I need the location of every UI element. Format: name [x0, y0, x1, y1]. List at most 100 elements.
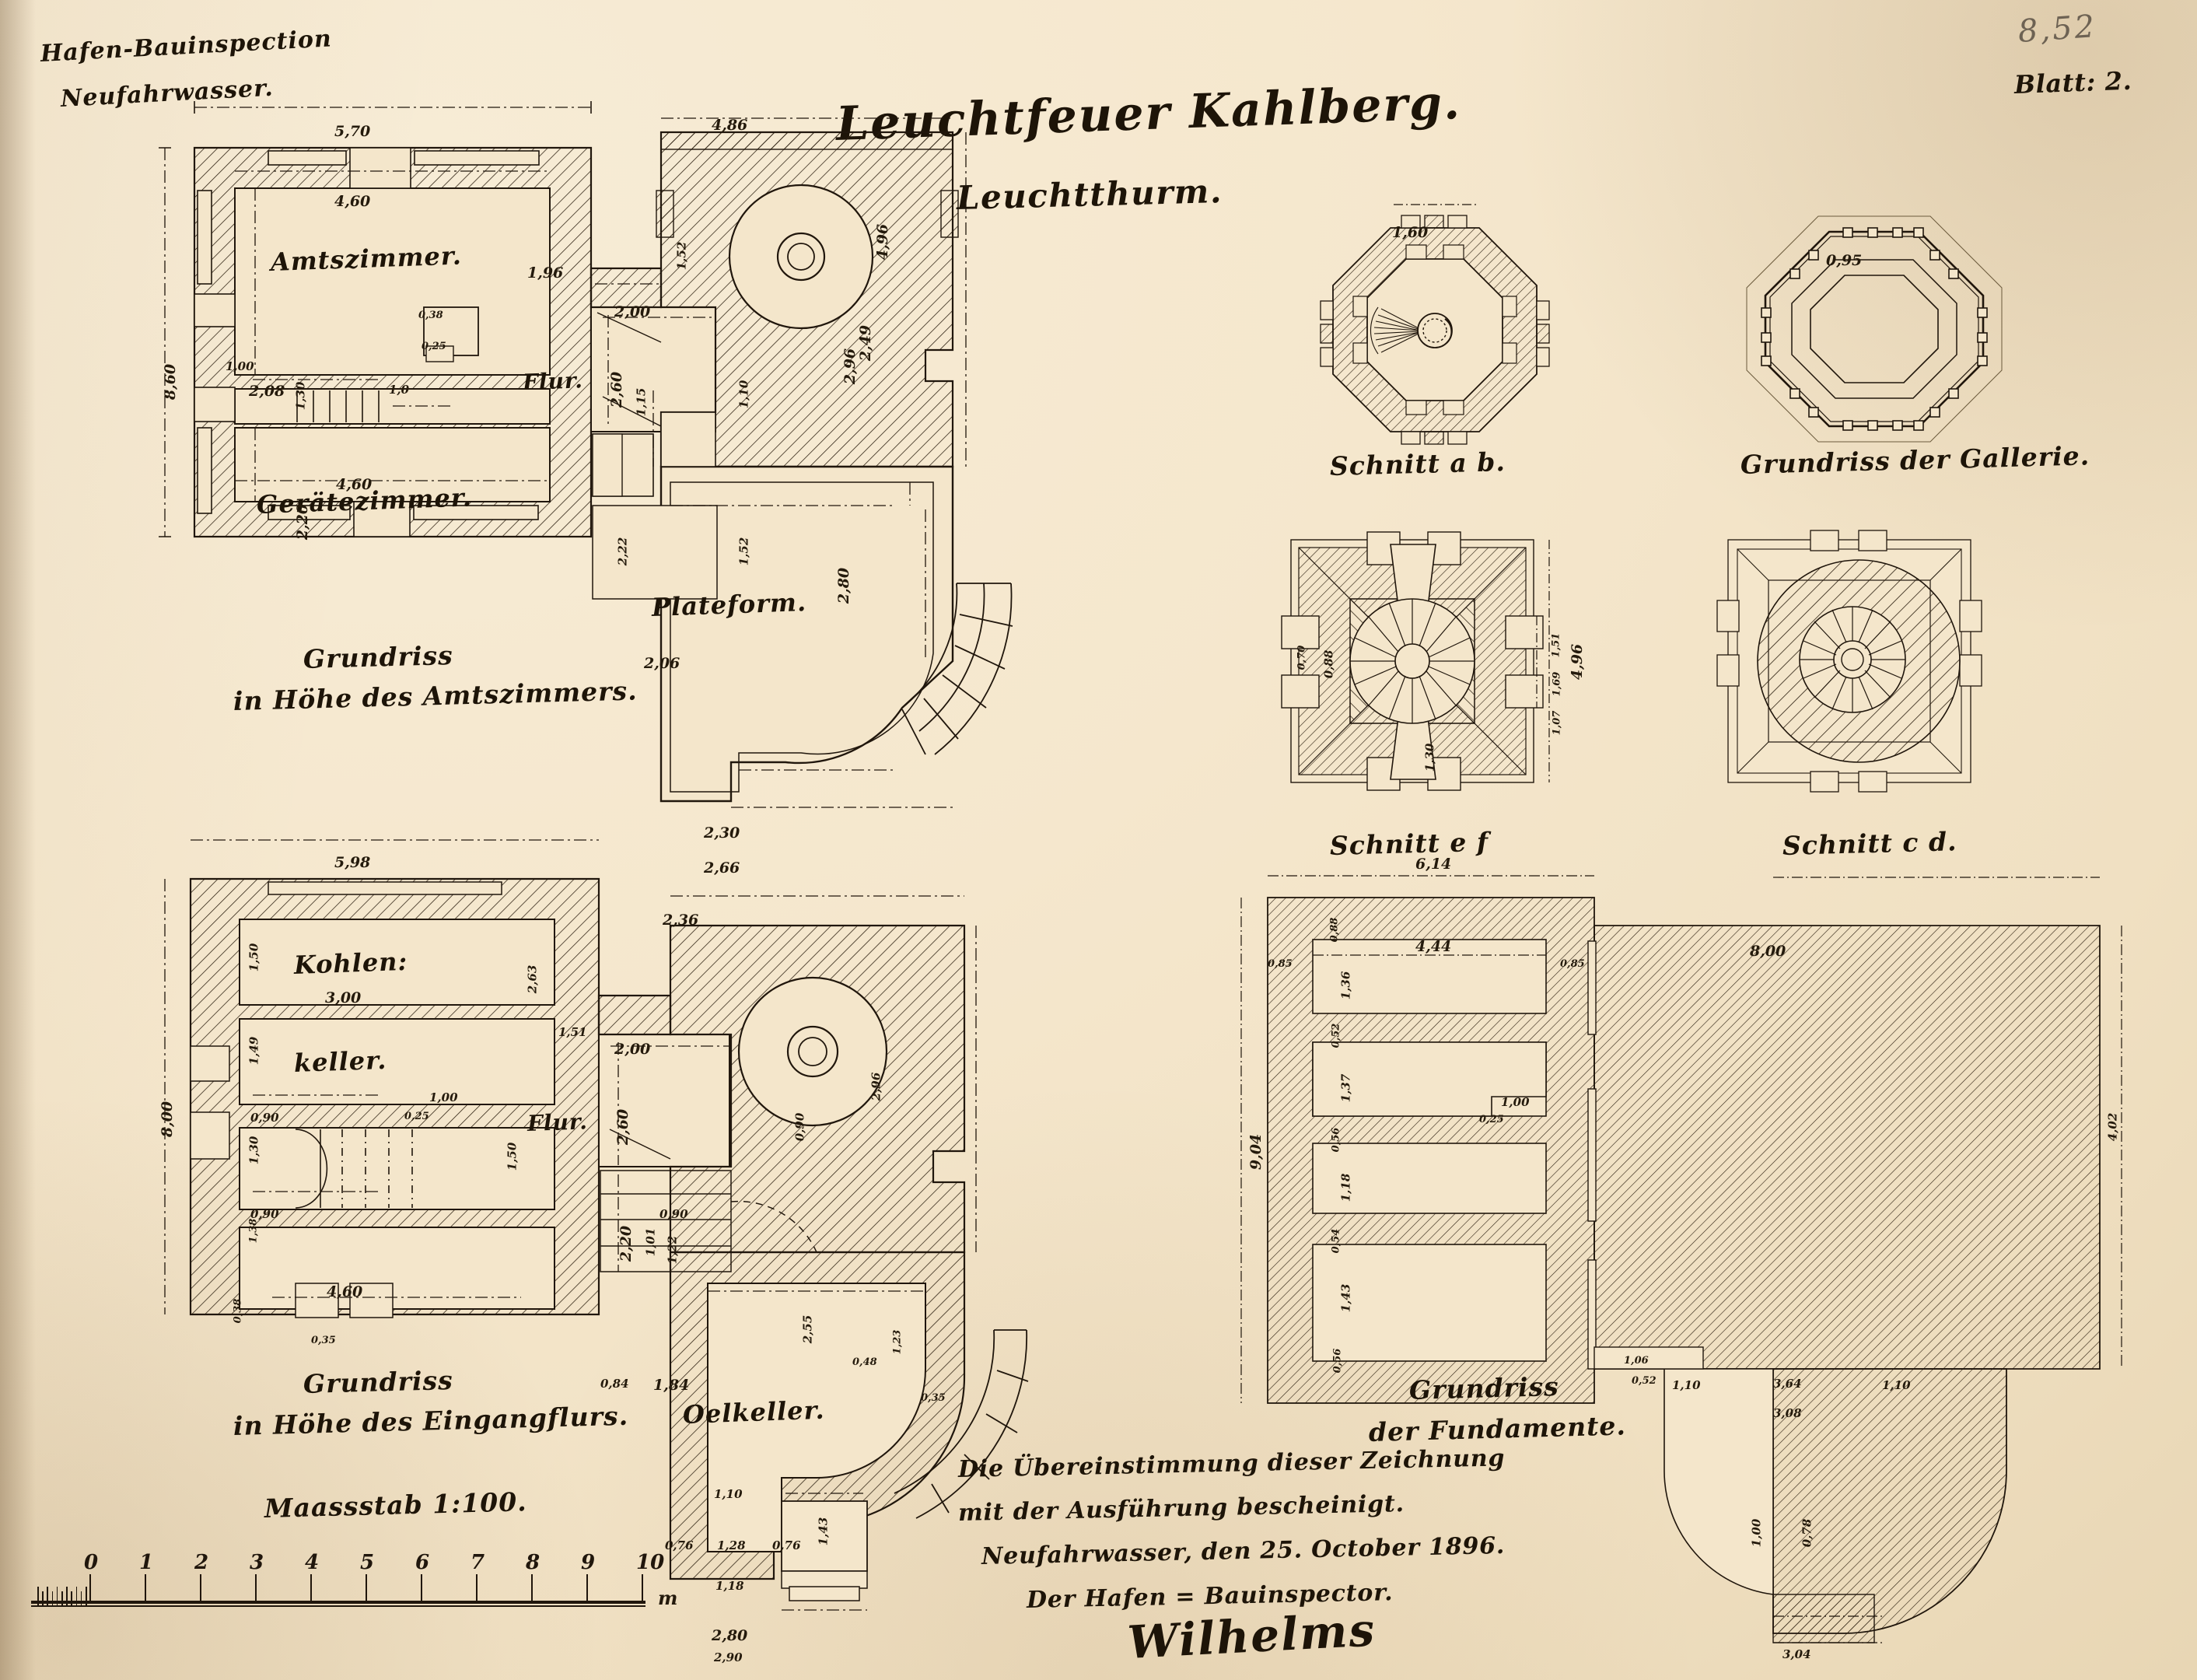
dim-200: 2,00 — [614, 303, 651, 320]
dimF-100b: 1,00 — [1749, 1518, 1764, 1548]
dim2-101: 1,01 — [643, 1227, 658, 1257]
dim-ef-151: 1,51 — [1550, 632, 1562, 658]
dimF-402: 4,02 — [2105, 1112, 2120, 1142]
scale-bar-tick-label: 6 — [415, 1551, 430, 1574]
dim2-149: 1,49 — [247, 1036, 261, 1066]
dim2-290: 2,90 — [714, 1650, 743, 1664]
dim2-255: 2,55 — [800, 1314, 815, 1344]
dimF-052b: 0,52 — [1632, 1375, 1656, 1387]
room-label-oelkeller: Oelkeller. — [682, 1395, 826, 1430]
dim2-038: 0,38 — [232, 1298, 244, 1324]
caption-plan-fundamente-line1: Grundriss — [1408, 1370, 1560, 1405]
dim-196: 1,96 — [527, 264, 564, 282]
dimF-800: 8,00 — [1750, 943, 1786, 960]
scale-bar-subtick — [51, 1591, 54, 1605]
scale-bar-tick — [200, 1574, 201, 1602]
figure-plan-amtszimmer-drawing — [159, 101, 1013, 808]
dim-130: 1,30 — [293, 381, 308, 411]
dim2-035b: 0,35 — [311, 1335, 336, 1346]
dim-10: 1,0 — [389, 383, 410, 397]
scale-bar-tick-label: 2 — [194, 1551, 209, 1574]
dim-208: 2,08 — [249, 383, 285, 400]
dim2-143: 1,43 — [816, 1517, 831, 1546]
dim2-138: 1,38 — [247, 1218, 260, 1244]
dim2-090a: 0,90 — [250, 1111, 279, 1125]
caption-plan-eingangflur-line1: Grundriss — [303, 1364, 454, 1399]
dim2-084: 0,84 — [600, 1377, 629, 1391]
dimF-304: 3,04 — [1782, 1647, 1811, 1661]
dimF-085b: 0,85 — [1560, 958, 1585, 970]
scale-bar-tick-label: 9 — [581, 1551, 596, 1574]
scale-bar-tick — [310, 1574, 312, 1602]
room-label-flur-1: Flur. — [522, 367, 584, 395]
dim2-076a: 0,76 — [665, 1538, 694, 1552]
scale-bar-tick-label: 10 — [636, 1551, 665, 1574]
scale-bar-tick — [586, 1574, 588, 1602]
dim-ef-107: 1,07 — [1551, 710, 1563, 736]
caption-plan-amtszimmer-line1: Grundriss — [303, 639, 454, 674]
scale-bar-unit: m — [658, 1587, 678, 1609]
scale-bar-tick — [255, 1574, 257, 1602]
dim2-048: 0,48 — [852, 1356, 877, 1368]
scale-bar-tick-label: 1 — [139, 1551, 154, 1574]
dim-152a: 1,52 — [674, 241, 689, 271]
pencil-number: 8,52 — [2017, 9, 2098, 50]
dim2-128: 1,28 — [717, 1538, 746, 1552]
scale-bar-tick — [366, 1574, 367, 1602]
dim-ef-496: 4,96 — [1569, 643, 1587, 681]
signature: Wilhelms — [1126, 1603, 1377, 1669]
scale-bar-subtick — [42, 1591, 44, 1605]
dim2-118: 1,18 — [715, 1579, 744, 1593]
room-label-keller: keller. — [293, 1045, 387, 1078]
dim-152b: 1,52 — [736, 537, 751, 566]
scale-bar-subtick — [56, 1587, 58, 1605]
dimF-110a: 1,10 — [1672, 1378, 1701, 1392]
dim2-130: 1,30 — [247, 1136, 261, 1165]
dim-486: 4,86 — [712, 117, 748, 134]
scale-bar-tick — [89, 1574, 91, 1602]
dim2-184: 1,84 — [653, 1377, 690, 1394]
dimF-364: 3,64 — [1773, 1377, 1802, 1391]
dimF-904: 9,04 — [1247, 1133, 1265, 1171]
scale-bar-tick-label: 8 — [526, 1551, 541, 1574]
dim2-260: 2,60 — [614, 1108, 632, 1146]
dim2-296: 2,96 — [869, 1072, 883, 1101]
scale-bar-tick-label: 0 — [84, 1551, 99, 1574]
dim-496: 4,96 — [874, 223, 892, 261]
dimF-054: 0,54 — [1330, 1228, 1342, 1254]
dimF-088: 0,88 — [1328, 917, 1341, 943]
dim-038: 0,38 — [418, 310, 443, 321]
dim2-263: 2,63 — [525, 964, 540, 994]
dim2-090b: 0,90 — [250, 1207, 279, 1221]
scale-bar-tick-label: 3 — [250, 1551, 264, 1574]
dim2-100: 1,00 — [429, 1090, 458, 1104]
dimF-100: 1,00 — [1501, 1095, 1530, 1109]
dim2-122: 1,22 — [665, 1235, 680, 1265]
dim-206: 2,06 — [644, 655, 680, 672]
dim-gallerie-095: 0,95 — [1826, 252, 1863, 269]
dim-025: 0,25 — [422, 341, 446, 352]
scale-bar-tick-label: 5 — [360, 1551, 375, 1574]
office-stamp-line1: Hafen-Bauinspection — [40, 25, 333, 68]
scale-bar-subtick — [71, 1591, 72, 1605]
figure-section-ab-drawing — [1320, 204, 1550, 445]
dim2-123: 1,23 — [891, 1329, 904, 1355]
dim-ef-169: 1,69 — [1551, 671, 1563, 697]
dim-110: 1,10 — [736, 380, 751, 409]
dim-220: 2,20 — [294, 503, 312, 541]
dimF-110b: 1,10 — [1882, 1378, 1911, 1392]
room-label-flur-2: Flur. — [527, 1108, 589, 1136]
dim-ef-130: 1,30 — [1422, 743, 1437, 772]
scale-bar-subtick — [47, 1587, 48, 1605]
scale-bar-tick — [642, 1574, 643, 1602]
dimF-085a: 0,85 — [1268, 958, 1293, 970]
dim-460-bot: 4,60 — [336, 476, 373, 493]
scale-bar-subtick — [80, 1591, 82, 1605]
figure-section-cd-drawing — [1716, 530, 1982, 793]
dimF-137: 1,37 — [1338, 1073, 1353, 1103]
scale-bar-tick-label: 4 — [305, 1551, 320, 1574]
scale-bar-subtick — [86, 1587, 87, 1605]
dim-280: 2,80 — [835, 567, 853, 604]
dim2-151: 1,51 — [558, 1025, 587, 1039]
